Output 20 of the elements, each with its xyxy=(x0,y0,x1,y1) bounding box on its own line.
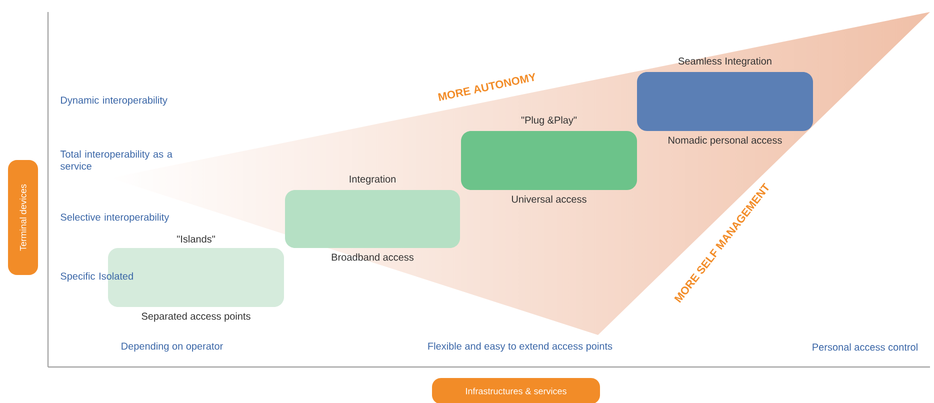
scale-label: Depending on operator xyxy=(122,342,223,352)
level-label: Dynamic interoperability xyxy=(61,96,168,106)
level-label: Specific Isolated xyxy=(60,272,133,282)
node-label: Broadband access xyxy=(332,253,414,261)
level-label: Selective interoperability xyxy=(60,213,170,223)
node-label: "Plug &Play" xyxy=(521,116,577,126)
level-box: Seamless Integration Nomadic personal access xyxy=(637,57,813,146)
level-box: Integration Broadband access xyxy=(285,175,460,261)
node-label: Nomadic personal access xyxy=(668,136,782,146)
level-box: "Plug &Play" Universal access xyxy=(461,116,637,203)
scale-label: Flexible and easy to extend access points xyxy=(428,342,612,352)
axis-title-badge: Infrastructures & services xyxy=(432,378,600,403)
node-label: Separated access points xyxy=(142,312,250,322)
node-label: Seamless Integration xyxy=(678,57,772,67)
node-label: Integration xyxy=(350,175,396,185)
node-label: Universal access xyxy=(512,195,586,203)
node-label: "Islands" xyxy=(177,235,215,243)
scale-label: Personal access control xyxy=(812,343,918,351)
level-label: Total interoperability as a service xyxy=(60,150,172,170)
axis-title-badge: Terminal devices xyxy=(8,160,38,275)
